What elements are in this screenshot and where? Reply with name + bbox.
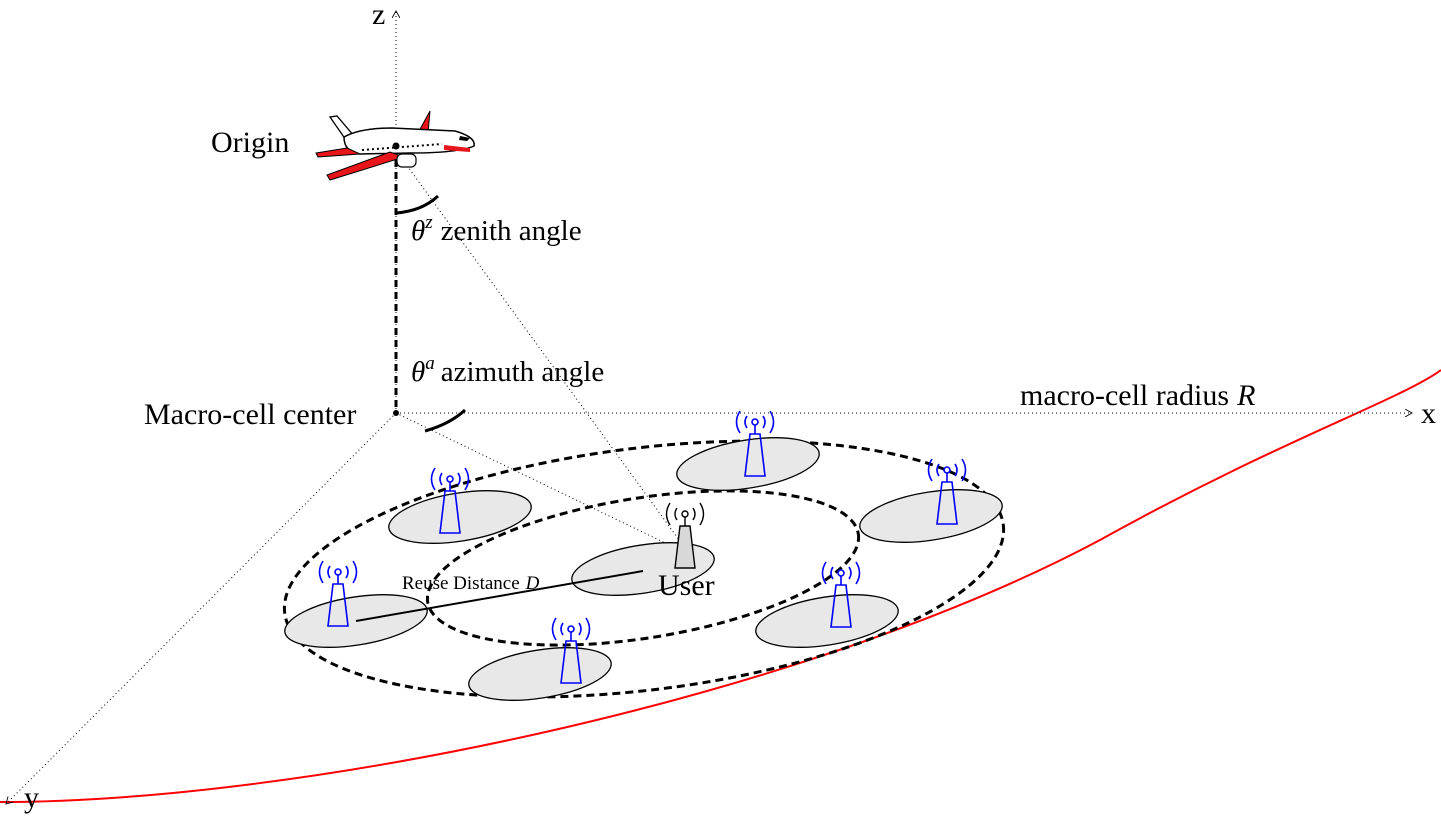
small-cell <box>859 489 1003 543</box>
cell-tower-icon <box>821 561 861 628</box>
y-axis-label: y <box>24 781 39 814</box>
x-axis-label: x <box>1421 397 1436 430</box>
azimuth-text: azimuth angle <box>441 356 604 388</box>
reuse-text: Reuse Distance <box>402 573 520 594</box>
small-cell <box>388 490 532 544</box>
macro-radius-text: macro-cell radius <box>1020 379 1229 412</box>
y-axis <box>6 412 397 804</box>
azimuth-angle-label: θa azimuth angle <box>411 353 604 388</box>
small-cell <box>755 594 899 648</box>
user-antenna-icon <box>665 502 705 569</box>
z-axis-label: z <box>372 0 385 31</box>
macro-cell-center-label: Macro-cell center <box>144 398 356 431</box>
reuse-distance-line <box>355 570 644 622</box>
small-cell <box>676 437 820 491</box>
azimuth-symbol: θ <box>411 356 425 388</box>
azimuth-angle-arc <box>424 408 467 433</box>
zenith-superscript: z <box>424 212 433 233</box>
zenith-symbol: θ <box>411 215 425 247</box>
user-label: User <box>658 569 715 602</box>
zenith-angle-label: θz zenith angle <box>411 212 582 247</box>
outer-reuse-ring <box>282 439 1006 699</box>
macro-radius-symbol: R <box>1236 379 1255 412</box>
base-stations <box>318 410 967 684</box>
zenith-angle-arc <box>395 194 440 215</box>
cell-tower-icon <box>735 410 775 477</box>
zenith-text: zenith angle <box>441 215 582 247</box>
reuse-symbol: D <box>525 573 540 594</box>
inner-reuse-ring <box>425 489 861 647</box>
small-cells <box>284 437 1003 701</box>
cell-tower-icon <box>551 617 591 684</box>
cell-tower-icon <box>927 458 967 525</box>
cell-tower-icon <box>318 560 358 627</box>
macro-cell-boundary-arc <box>0 369 1441 803</box>
origin-label: Origin <box>211 126 289 159</box>
ground-projection <box>395 412 690 555</box>
cell-tower-icon <box>430 467 470 534</box>
azimuth-superscript: a <box>425 353 435 374</box>
airplane-icon <box>315 110 475 181</box>
small-cell <box>468 647 612 701</box>
